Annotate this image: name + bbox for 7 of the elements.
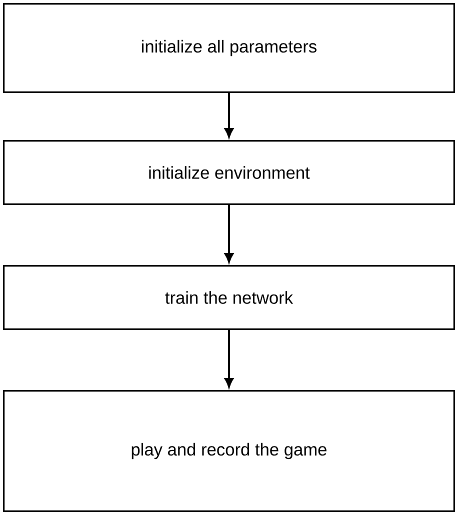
arrow: [224, 93, 234, 138]
process-box: play and record the game: [3, 390, 455, 512]
arrow: [224, 330, 234, 388]
process-box: train the network: [3, 265, 455, 330]
arrow: [224, 204, 234, 263]
process-box: initialize all parameters: [3, 3, 455, 93]
process-box: initialize environment: [3, 140, 455, 205]
